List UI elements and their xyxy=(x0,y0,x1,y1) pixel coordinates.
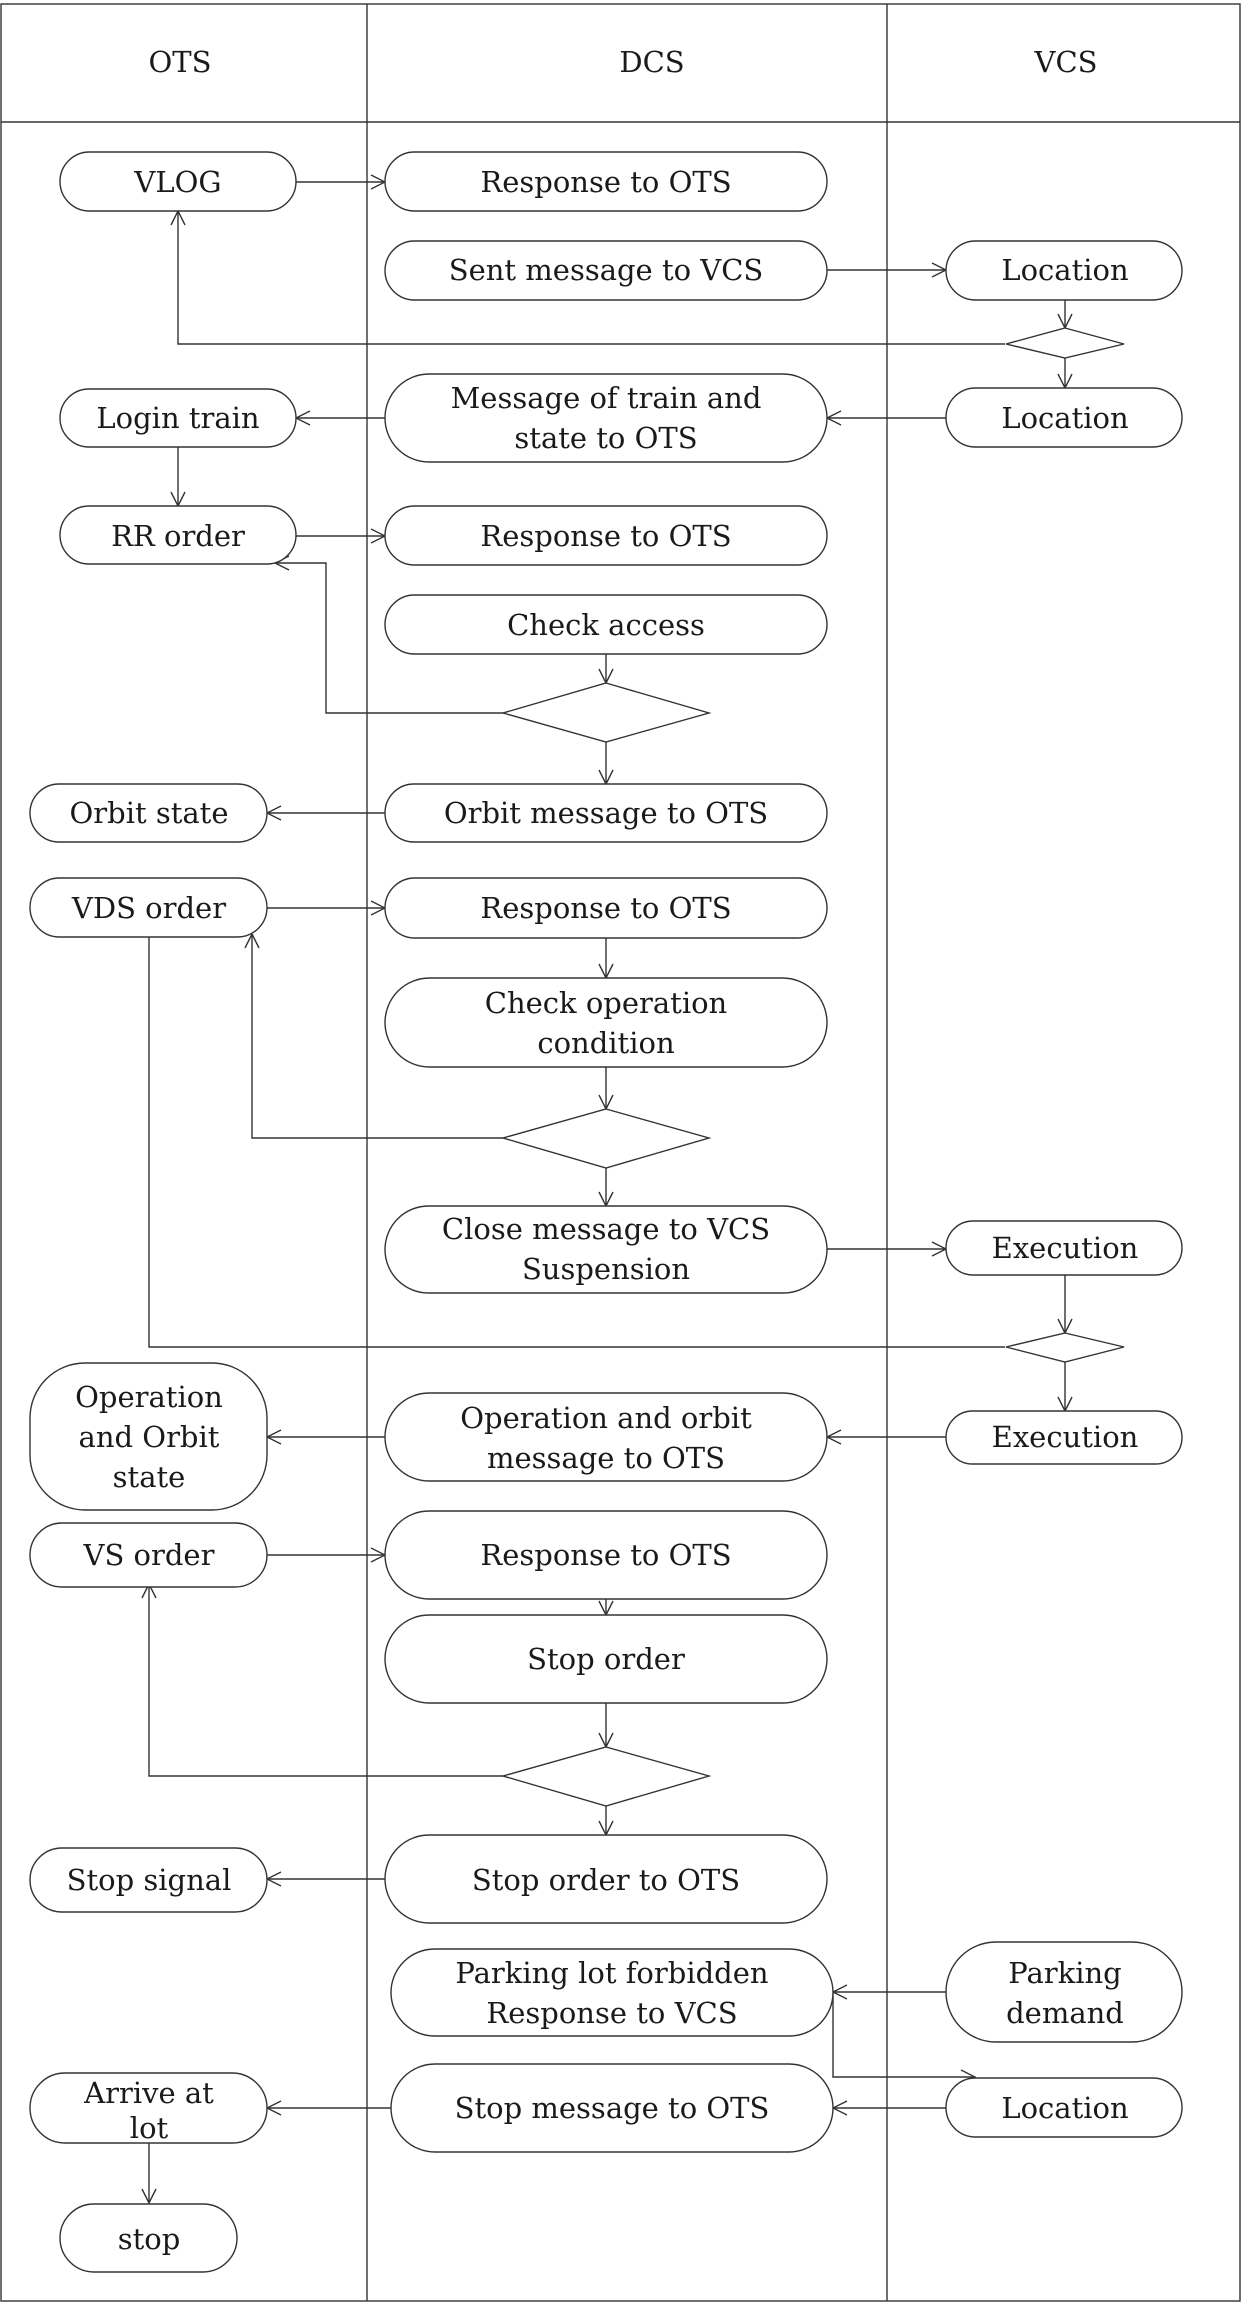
node-operation-orbit-state: Operation and Orbit state xyxy=(29,1362,268,1511)
node-parking-demand-line1: Parking xyxy=(1008,1956,1121,1990)
node-close-message: Close message to VCS Suspension xyxy=(384,1205,828,1294)
node-response-to-ots-4: Response to OTS xyxy=(384,1510,828,1600)
node-stop-order-to-ots-label: Stop order to OTS xyxy=(472,1863,740,1897)
node-vlog-label: VLOG xyxy=(133,165,221,199)
node-stop: stop xyxy=(59,2203,238,2273)
node-parking-forbidden-line2: Response to VCS xyxy=(486,1996,737,2030)
node-parking-demand: Parking demand xyxy=(945,1941,1183,2043)
node-location-3: Location xyxy=(945,2077,1183,2138)
node-check-operation-line1: Check operation xyxy=(485,986,727,1020)
node-rr-order: RR order xyxy=(59,505,297,565)
node-stop-message: Stop message to OTS xyxy=(390,2063,834,2153)
node-response-to-ots-1-label: Response to OTS xyxy=(480,165,731,199)
node-stop-order-to-ots: Stop order to OTS xyxy=(384,1834,828,1924)
node-check-operation: Check operation condition xyxy=(384,977,828,1068)
node-vs-order-label: VS order xyxy=(83,1538,215,1572)
node-operation-orbit-message-line2: message to OTS xyxy=(487,1441,725,1475)
node-operation-orbit-state-line1: Operation xyxy=(75,1380,223,1414)
node-parking-forbidden: Parking lot forbidden Response to VCS xyxy=(390,1948,834,2037)
lane-header-ots: OTS xyxy=(149,45,212,79)
node-orbit-state-label: Orbit state xyxy=(70,796,229,830)
node-login-train-label: Login train xyxy=(96,401,259,435)
node-check-operation-line2: condition xyxy=(537,1026,674,1060)
node-location-1: Location xyxy=(945,240,1183,301)
node-arrive-at-lot-line2: lot xyxy=(130,2111,169,2145)
node-login-train: Login train xyxy=(59,388,297,448)
decision-diamond-stop xyxy=(500,1746,712,1807)
node-stop-signal: Stop signal xyxy=(29,1847,268,1913)
node-vds-order-label: VDS order xyxy=(71,891,226,925)
node-operation-orbit-state-line3: state xyxy=(113,1460,186,1494)
connectors xyxy=(149,182,1065,2203)
node-message-train-state: Message of train and state to OTS xyxy=(384,373,828,463)
node-response-to-ots-3: Response to OTS xyxy=(384,877,828,939)
node-execution-2-label: Execution xyxy=(992,1420,1139,1454)
node-location-2-label: Location xyxy=(1001,401,1128,435)
node-orbit-message-label: Orbit message to OTS xyxy=(444,796,768,830)
node-orbit-message: Orbit message to OTS xyxy=(384,783,828,843)
node-response-to-ots-1: Response to OTS xyxy=(384,151,828,212)
node-execution-1: Execution xyxy=(945,1220,1183,1276)
decision-diamond-location xyxy=(1005,327,1125,359)
decision-diamond-operation xyxy=(500,1108,712,1169)
node-location-1-label: Location xyxy=(1001,253,1128,287)
node-execution-2: Execution xyxy=(945,1410,1183,1465)
node-stop-message-label: Stop message to OTS xyxy=(455,2091,770,2125)
node-response-to-ots-3-label: Response to OTS xyxy=(480,891,731,925)
node-arrive-at-lot: Arrive at lot xyxy=(29,2072,268,2145)
node-message-train-state-line1: Message of train and xyxy=(451,381,762,415)
node-message-train-state-line2: state to OTS xyxy=(514,421,697,455)
node-vs-order: VS order xyxy=(29,1522,268,1588)
node-operation-orbit-state-line2: and Orbit xyxy=(79,1420,220,1454)
node-stop-label: stop xyxy=(118,2222,181,2256)
node-close-message-line2: Suspension xyxy=(522,1252,690,1286)
node-rr-order-label: RR order xyxy=(111,519,245,553)
node-location-3-label: Location xyxy=(1001,2091,1128,2125)
node-stop-order: Stop order xyxy=(384,1614,828,1704)
node-execution-1-label: Execution xyxy=(992,1231,1139,1265)
swimlane-grid xyxy=(0,3,1241,2302)
decision-diamond-execution xyxy=(1005,1332,1125,1363)
node-operation-orbit-message-line1: Operation and orbit xyxy=(460,1401,752,1435)
node-operation-orbit-message: Operation and orbit message to OTS xyxy=(384,1392,828,1482)
node-response-to-ots-2: Response to OTS xyxy=(384,505,828,566)
lane-header-dcs: DCS xyxy=(619,45,684,79)
node-sent-message-to-vcs: Sent message to VCS xyxy=(384,240,828,301)
node-response-to-ots-2-label: Response to OTS xyxy=(480,519,731,553)
node-parking-forbidden-line1: Parking lot forbidden xyxy=(455,1956,768,1990)
node-parking-demand-line2: demand xyxy=(1006,1996,1124,2030)
lane-header-vcs: VCS xyxy=(1034,45,1098,79)
node-check-access: Check access xyxy=(384,594,828,655)
node-response-to-ots-4-label: Response to OTS xyxy=(480,1538,731,1572)
node-vlog: VLOG xyxy=(59,151,297,212)
node-stop-order-label: Stop order xyxy=(527,1642,685,1676)
node-sent-message-to-vcs-label: Sent message to VCS xyxy=(449,253,764,287)
node-location-2: Location xyxy=(945,387,1183,448)
node-orbit-state: Orbit state xyxy=(29,783,268,843)
node-stop-signal-label: Stop signal xyxy=(67,1863,232,1897)
node-check-access-label: Check access xyxy=(507,608,705,642)
node-vds-order: VDS order xyxy=(29,877,268,938)
node-close-message-line1: Close message to VCS xyxy=(442,1212,770,1246)
decision-diamond-access xyxy=(500,682,712,743)
node-arrive-at-lot-line1: Arrive at xyxy=(83,2076,214,2110)
